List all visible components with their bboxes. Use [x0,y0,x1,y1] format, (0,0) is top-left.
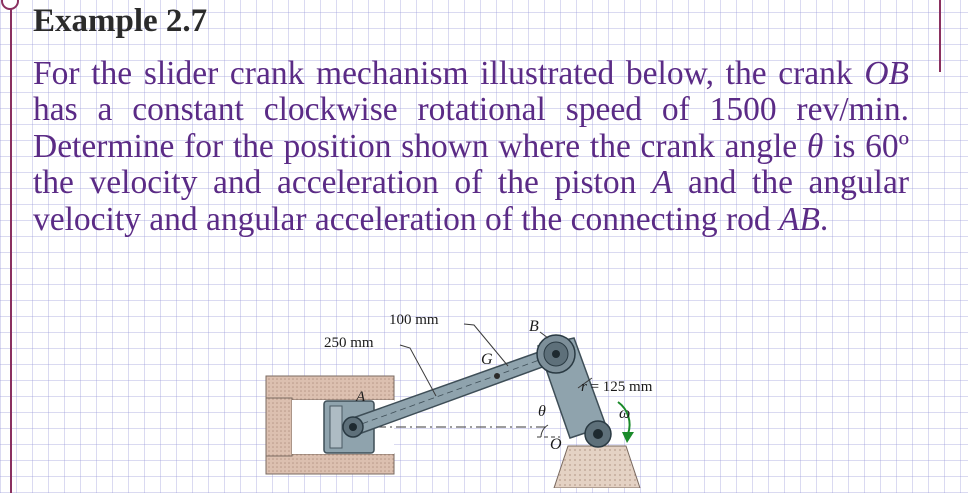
problem-text-part-4: and the angular velocity and angular acc… [33,164,909,238]
cylinder-wall-bottom [265,453,395,475]
point-b-label: B [529,318,539,335]
piston-name: A [651,164,673,202]
crank-pin-b [536,334,576,374]
rod-centre-line [352,353,557,428]
slide-edge-right [939,0,941,72]
radius-label: r = 125 mm [581,379,653,395]
problem-text-part-1: For the slider crank mechanism illustrat… [33,55,865,92]
problem-statement: For the slider crank mechanism illustrat… [33,55,909,238]
dimension-250mm: 250 mm [324,335,374,351]
theta-label: θ [538,403,546,420]
leader-b [539,331,549,339]
wrist-pin-a [342,416,364,438]
leader-100mm [463,323,509,367]
slider-crank-figure: 100 mm 250 mm B G A O θ r = 125 mm ω [265,312,653,488]
point-o-label: O [550,436,562,453]
omega-arrow [617,401,631,435]
omega-arrowhead [622,432,634,443]
theta-arc [540,424,549,438]
problem-text-part-2: has a constant clockwise rotational spee… [33,91,909,165]
ground-bracket [553,445,641,488]
cylinder-wall-top [265,375,395,401]
corner-mark [1,0,19,10]
omega-label: ω [619,405,630,422]
leader-250mm [399,344,437,397]
slide-title: Example 2.7 [33,3,208,39]
crank-shaft-o [584,420,612,448]
slide-edge-left [10,0,12,493]
dimension-100mm: 100 mm [389,312,439,328]
radius-value: = 125 mm [587,379,653,395]
radius-symbol: r [581,379,587,395]
leader-r [577,377,593,389]
point-g-label: G [481,351,493,368]
rod-name: AB [778,200,820,238]
point-a-label: A [355,389,366,405]
problem-text-part-5: . [819,200,829,238]
mass-centre-g [494,373,500,379]
cylinder-end-wall [265,397,293,457]
problem-text-part-3: is 60º the velocity and acceleration of … [33,127,909,202]
crank-name: OB [864,55,909,92]
angle-symbol: θ [806,127,824,165]
